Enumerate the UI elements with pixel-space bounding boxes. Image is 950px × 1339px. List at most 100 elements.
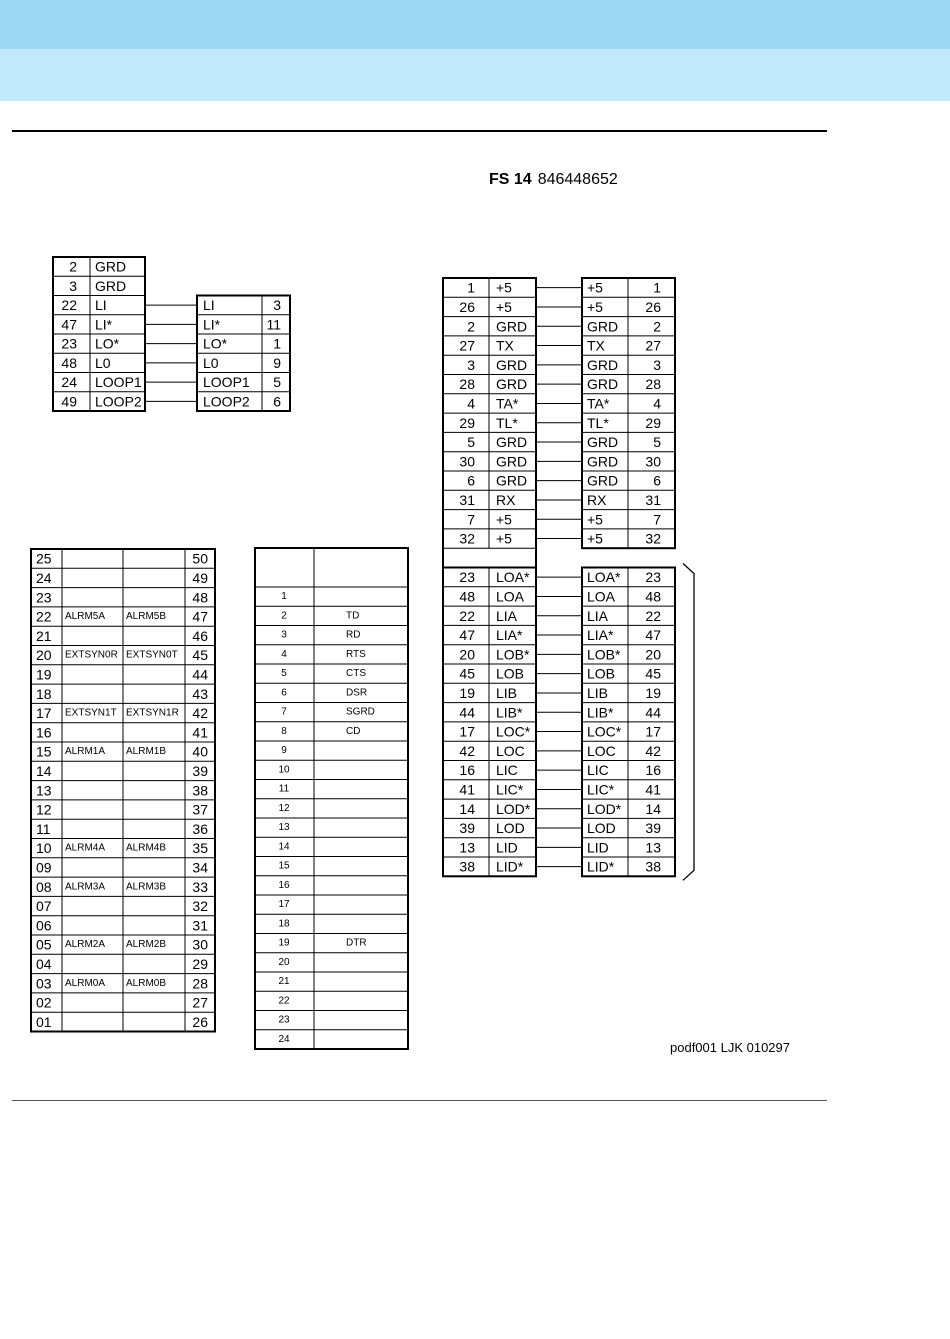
pin-number: 12 [36, 802, 52, 818]
alarm-label: EXTSYN0R [65, 650, 118, 661]
signal-label: LOC* [587, 724, 622, 740]
alarm-label: EXTSYN1R [126, 708, 179, 719]
terminal-number: 17 [278, 899, 290, 910]
signal-label: LIA [496, 608, 518, 624]
pin-number: 43 [192, 686, 208, 702]
pin-number: 48 [192, 589, 208, 605]
pin-number: 34 [192, 859, 208, 875]
top-rule [12, 130, 827, 132]
pin-number: 7 [467, 511, 475, 527]
signal-label: RX [496, 492, 516, 508]
pin-number: 08 [36, 879, 52, 895]
terminal-signal: DSR [346, 687, 367, 698]
pin-number: 4 [653, 395, 661, 411]
signal-label: GRD [496, 357, 527, 373]
pin-number: 47 [192, 609, 208, 625]
pin-number: 31 [645, 492, 661, 508]
terminal-number: 7 [281, 707, 287, 718]
terminal-number: 1 [281, 591, 287, 602]
pin-number: 42 [192, 705, 208, 721]
header-band-top [0, 0, 950, 49]
terminal-number: 18 [278, 918, 290, 929]
pin-number: 19 [645, 685, 661, 701]
pin-number: 13 [645, 839, 661, 855]
signal-label: LOOP2 [203, 393, 250, 409]
alarm-label: EXTSYN1T [65, 708, 117, 719]
pin-number: 47 [645, 627, 661, 643]
signal-label: LID [587, 839, 609, 855]
pin-number: 35 [192, 840, 208, 856]
signal-label: +5 [496, 280, 512, 296]
signal-label: GRD [587, 318, 618, 334]
pin-number: 23 [36, 589, 52, 605]
pin-number: 47 [61, 316, 77, 332]
signal-label: GRD [496, 434, 527, 450]
signal-label: LIC* [496, 781, 524, 797]
pin-number: 10 [36, 840, 52, 856]
pin-number: 41 [459, 781, 475, 797]
pin-number: 6 [467, 473, 475, 489]
alarm-label: ALRM5B [126, 611, 166, 622]
terminal-number: 4 [281, 649, 287, 660]
pin-number: 20 [645, 646, 661, 662]
pin-number: 38 [459, 859, 475, 875]
pin-number: 22 [459, 608, 475, 624]
pin-number: 42 [459, 743, 475, 759]
pin-number: 5 [273, 374, 281, 390]
signal-label: LOA [587, 588, 616, 604]
pin-number: 5 [467, 434, 475, 450]
pin-number: 40 [192, 744, 208, 760]
signal-label: LIA* [587, 627, 614, 643]
pin-number: 45 [192, 647, 208, 663]
pin-number: 07 [36, 898, 52, 914]
pin-number: 49 [61, 393, 77, 409]
signal-label: +5 [587, 531, 603, 547]
signal-label: LOD* [587, 801, 622, 817]
alarm-label: ALRM0B [126, 978, 166, 989]
pin-number: 01 [36, 1014, 52, 1030]
pin-number: 39 [459, 820, 475, 836]
pin-number: 41 [192, 724, 208, 740]
signal-label: LIC [496, 762, 518, 778]
fs-label: FS 14 [489, 171, 532, 188]
terminal-number: 8 [281, 726, 287, 737]
alarm-label: ALRM4A [65, 843, 105, 854]
terminal-number: 21 [278, 976, 290, 987]
pin-number: 14 [459, 801, 475, 817]
pin-number: 16 [459, 762, 475, 778]
signal-label: L0 [95, 355, 111, 371]
signal-label: LIA [587, 608, 609, 624]
terminal-number: 16 [278, 880, 290, 891]
signal-label: LI* [95, 316, 113, 332]
terminal-number: 19 [278, 938, 290, 949]
signal-label: LIB [496, 685, 517, 701]
signal-label: LOB* [496, 646, 530, 662]
pin-number: 22 [36, 609, 52, 625]
signal-label: RX [587, 492, 607, 508]
pin-number: 03 [36, 975, 52, 991]
signal-label: LOOP1 [203, 374, 250, 390]
pin-number: 1 [273, 336, 281, 352]
pin-number: 24 [36, 570, 52, 586]
pin-number: 29 [459, 415, 475, 431]
pin-number: 4 [467, 395, 475, 411]
pin-number: 32 [645, 531, 661, 547]
pin-number: 21 [36, 628, 52, 644]
signal-label: LOA* [496, 569, 530, 585]
pin-number: 50 [192, 551, 208, 567]
terminal-signal: RD [346, 630, 360, 641]
terminal-number: 11 [279, 784, 290, 795]
signal-label: GRD [587, 453, 618, 469]
pin-number: 05 [36, 937, 52, 953]
pin-number: 14 [645, 801, 661, 817]
signal-label: LOB [496, 666, 524, 682]
signal-label: +5 [496, 531, 512, 547]
signal-label: LO* [95, 336, 120, 352]
pin-number: 04 [36, 956, 52, 972]
pin-number: 32 [192, 898, 208, 914]
signal-label: TA* [587, 395, 610, 411]
pin-number: 48 [61, 355, 77, 371]
pin-number: 18 [36, 686, 52, 702]
terminal-signal: DTR [346, 938, 367, 949]
